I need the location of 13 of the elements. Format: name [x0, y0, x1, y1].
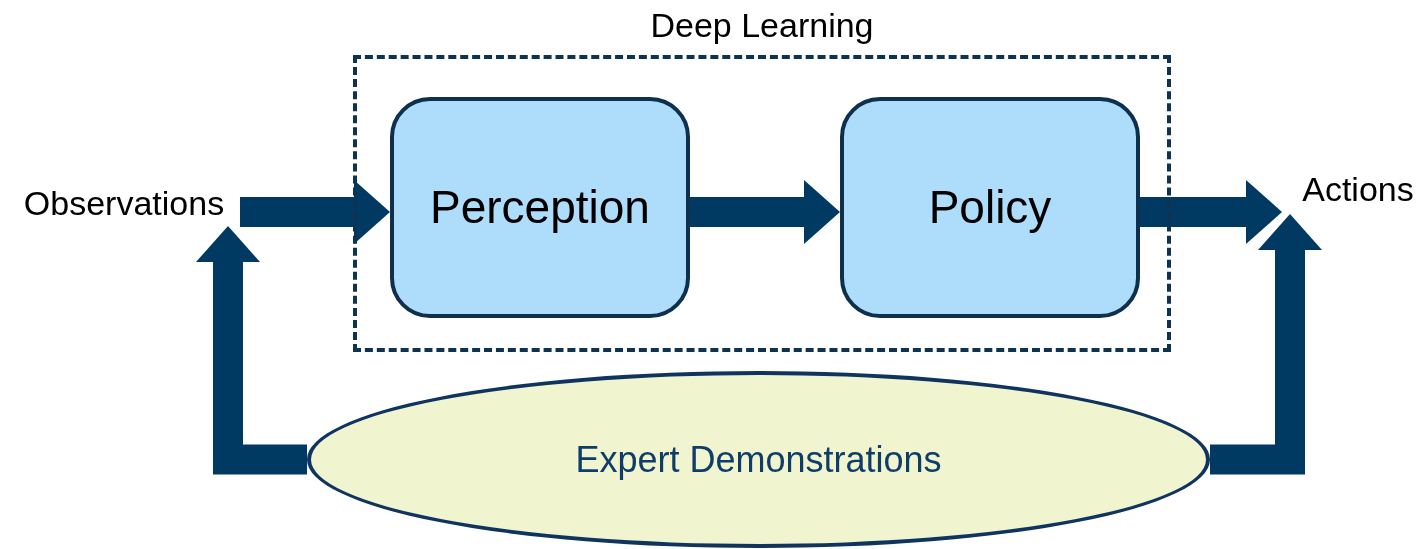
group-title: Deep Learning [649, 5, 875, 45]
process-box [840, 97, 1140, 318]
process-box [390, 97, 690, 318]
node-label: Perception [430, 180, 650, 235]
arrow [1140, 180, 1282, 244]
node-label: Policy [928, 180, 1052, 235]
io-label: Observations [23, 182, 225, 224]
arrow [240, 180, 390, 244]
arrow [1210, 214, 1322, 475]
arrow [690, 180, 840, 244]
node-label: Expert Demonstrations [575, 437, 942, 482]
io-label: Actions [1302, 168, 1414, 210]
arrow [196, 226, 307, 475]
